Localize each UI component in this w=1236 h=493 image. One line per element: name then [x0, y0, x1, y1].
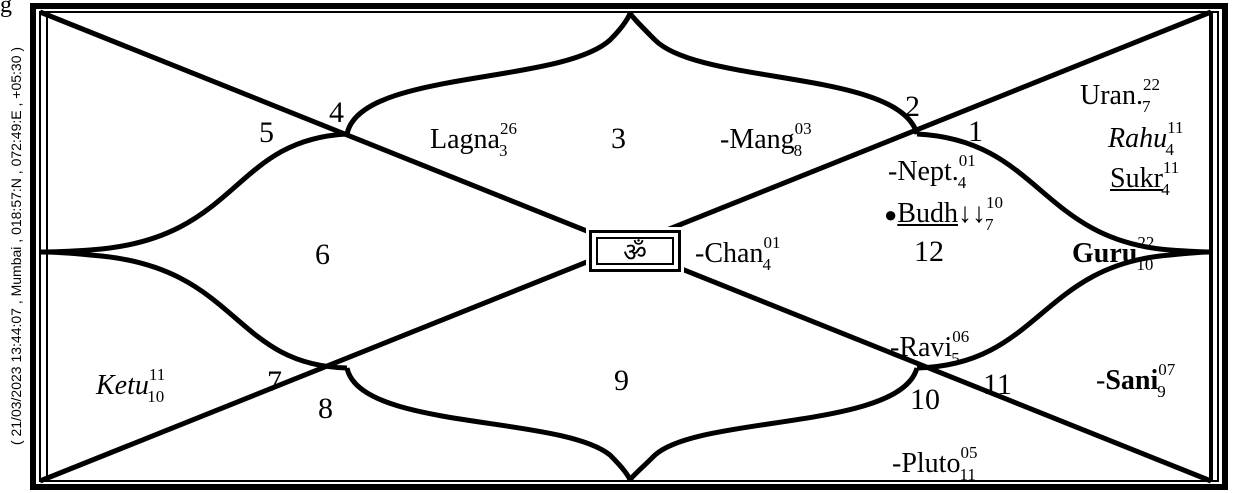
planet-sukr-sign: 4 [1161, 180, 1170, 199]
planet-chan-degree: 01 [763, 233, 781, 252]
planet-sukr: Sukr11 4 [1110, 159, 1179, 198]
house-1: 1 [968, 115, 983, 148]
house-4: 4 [329, 96, 344, 129]
curve-bottom [344, 367, 920, 482]
planet-uran: Uran.22 7 [1080, 76, 1160, 115]
planet-budh-degree: 10 [985, 193, 1003, 212]
house-11: 11 [983, 368, 1012, 401]
planet-ketu-sign: 10 [147, 387, 165, 406]
planet-nept: -Nept.01 4 [888, 152, 976, 191]
center-symbol-box: ॐ [586, 227, 684, 275]
planet-pluto-prefix: - [892, 448, 902, 479]
house-10: 10 [910, 383, 940, 416]
planet-sukr-degree: 11 [1162, 158, 1180, 177]
curve-left [39, 131, 348, 371]
planet-ketu-degree: 11 [148, 365, 166, 384]
planet-rahu-degree: 11 [1167, 118, 1184, 137]
planet-sani-sign: 9 [1157, 382, 1166, 401]
planet-mang-name: Mang [729, 124, 795, 155]
chart-meta-label: ( 21/03/2023 13:44:07 , Mumbai , 018:57:… [8, 46, 24, 446]
planet-mang-degree: 03 [794, 119, 812, 138]
planet-budh-name: Budh [897, 198, 958, 229]
combust-bomb-icon: ● [884, 202, 898, 227]
planet-lagna-sign: 3 [498, 141, 508, 160]
planet-ravi-sign: 5 [951, 349, 960, 368]
planet-nept-name: Nept. [897, 156, 959, 187]
planet-pluto-sign: 11 [959, 465, 976, 484]
planet-lagna: Lagna26 3 [430, 120, 517, 159]
house-2: 2 [905, 90, 920, 123]
house-8: 8 [318, 392, 333, 425]
planet-budh: ●Budh↓↓10 7 [884, 194, 1003, 233]
planet-ravi-degree: 06 [952, 327, 970, 346]
planet-uran-name: Uran. [1080, 80, 1143, 111]
planet-ravi: -Ravi06 5 [890, 328, 969, 367]
planet-pluto-name: Pluto [901, 448, 961, 479]
om-icon: ॐ [596, 237, 674, 267]
title-fragment: g [0, 0, 12, 18]
planet-chan: -Chan01 4 [695, 234, 780, 273]
planet-sani: -Sani07 9 [1096, 361, 1175, 400]
curve-right [916, 131, 1212, 371]
planet-nept-prefix: - [888, 156, 898, 187]
planet-sukr-name: Sukr [1110, 163, 1163, 194]
outer-frame [30, 3, 1228, 490]
planet-ravi-prefix: - [890, 332, 900, 363]
planet-mang: -Mang03 8 [720, 120, 812, 159]
retrograde-arrows-icon: ↓↓ [957, 198, 986, 229]
planet-mang-sign: 8 [793, 141, 803, 160]
planet-chan-name: Chan [704, 238, 764, 269]
planet-sani-name: Sani [1105, 365, 1159, 396]
planet-guru-sign: 10 [1136, 255, 1154, 274]
planet-sani-degree: 07 [1158, 360, 1176, 379]
planet-nept-degree: 01 [958, 151, 976, 170]
planet-guru-degree: 22 [1137, 233, 1155, 252]
planet-budh-sign: 7 [984, 215, 994, 234]
house-12: 12 [914, 235, 944, 268]
planet-ravi-name: Ravi [899, 332, 953, 363]
planet-lagna-name: Lagna [430, 124, 500, 155]
house-9: 9 [614, 364, 629, 397]
planet-chan-sign: 4 [762, 255, 771, 274]
planet-lagna-degree: 26 [499, 119, 517, 138]
planet-nept-sign: 4 [957, 173, 967, 192]
house-7: 7 [267, 365, 282, 398]
planet-rahu-sign: 4 [1165, 140, 1174, 159]
planet-guru: Guru22 10 [1072, 234, 1154, 273]
planet-mang-prefix: - [720, 124, 730, 155]
house-3: 3 [611, 122, 626, 155]
house-6: 6 [315, 238, 330, 271]
planet-ketu: Ketu11 10 [96, 366, 165, 405]
house-5: 5 [259, 116, 274, 149]
planet-pluto: -Pluto05 11 [892, 444, 977, 483]
planet-chan-prefix: - [695, 238, 705, 269]
planet-rahu-name: Rahu [1108, 123, 1168, 154]
planet-rahu: Rahu11 4 [1108, 119, 1183, 158]
planet-ketu-name: Ketu [96, 370, 149, 401]
curve-top [344, 11, 920, 135]
planet-uran-sign: 7 [1141, 97, 1151, 116]
planet-uran-degree: 22 [1142, 75, 1160, 94]
planet-sani-prefix: - [1096, 365, 1106, 396]
planet-pluto-degree: 05 [960, 443, 978, 462]
planet-guru-name: Guru [1072, 238, 1138, 269]
